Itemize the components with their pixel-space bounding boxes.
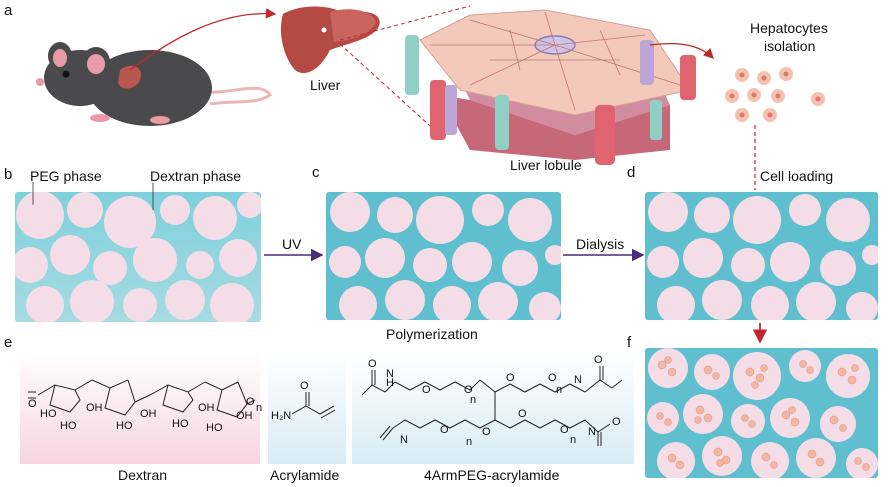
liver-lobule-illustration: [405, 9, 714, 165]
acrylamide-label: Acrylamide: [270, 467, 340, 483]
dextran-label: Dextran: [118, 467, 168, 483]
peg-o-1: O: [368, 358, 377, 370]
peg-n-2: N: [574, 374, 582, 386]
hepatocytes-cells: [725, 67, 825, 122]
panel-label-e: e: [4, 334, 13, 351]
peg-o-6: O: [594, 354, 603, 366]
panel-c-polymerized: [326, 192, 561, 320]
peg-acrylamide-label: 4ArmPEG-acrylamide: [424, 467, 560, 483]
loaded-cells: [656, 356, 870, 471]
peg-h-1: H: [386, 377, 394, 389]
acrylamide-o: O: [300, 380, 309, 392]
zoom-line-bottom: [339, 43, 441, 136]
dextran-phase-label: Dextran phase: [150, 168, 242, 184]
peg-o-11: O: [612, 416, 621, 428]
dextran-oh-4: OH: [236, 410, 253, 422]
peg-o-3: O: [464, 384, 473, 396]
peg-o-9: O: [518, 408, 527, 420]
acrylamide-structure: [291, 392, 336, 419]
peg-n-1: N: [386, 368, 394, 380]
panel-label-a: a: [4, 2, 13, 19]
dextran-n: n: [256, 402, 263, 414]
polymerization-label: Polymerization: [386, 326, 478, 342]
dextran-ho-4: HO: [172, 418, 189, 430]
peg-n-4: N: [588, 426, 596, 438]
peg-o-4: O: [506, 372, 515, 384]
dextran-ho-5: HO: [206, 422, 223, 434]
peg-o-8: O: [482, 426, 491, 438]
acrylamide-bg: [268, 352, 346, 464]
mouse-illustration: [36, 8, 277, 126]
liver-lobule-label: Liver lobule: [510, 157, 582, 173]
dextran-ho-1: HO: [40, 408, 57, 420]
dextran-oh-2: OH: [140, 408, 157, 420]
acrylamide-h2n: H₂N: [271, 410, 292, 422]
panel-d-hydrogel: [645, 192, 878, 320]
peg-o-2: O: [422, 384, 431, 396]
hepatocytes-label-2: isolation: [764, 38, 816, 54]
peg-n-sub-4: n: [570, 434, 577, 446]
peg-n-sub-1: n: [470, 394, 477, 406]
panel-b-emulsion: [15, 182, 261, 322]
liver-illustration: [280, 6, 380, 74]
peg-n-sub-2: n: [556, 384, 563, 396]
peg-o-5: O: [548, 372, 557, 384]
peg-phase-label: PEG phase: [30, 168, 102, 184]
peg-n-3: N: [400, 434, 408, 446]
liver-label: Liver: [310, 77, 341, 93]
peg-acrylamide-structure: [361, 366, 623, 446]
dialysis-label: Dialysis: [576, 236, 625, 252]
panel-label-b: b: [4, 166, 13, 183]
dextran-ho-2: HO: [60, 420, 77, 432]
uv-label: UV: [282, 236, 302, 252]
dextran-oh-1: OH: [86, 402, 103, 414]
panel-f-cell-laden: [645, 348, 878, 478]
dextran-structure: [28, 379, 256, 418]
panel-label-f: f: [627, 334, 632, 351]
dextran-o-2: O: [246, 396, 255, 408]
panel-label-c: c: [312, 164, 320, 181]
peg-n-sub-3: n: [466, 436, 473, 448]
peg-o-10: O: [560, 424, 569, 436]
hepatocytes-label-1: Hepatocytes: [750, 20, 828, 36]
panel-label-d: d: [627, 164, 636, 181]
dextran-o-1: O: [28, 398, 37, 410]
dextran-oh-3: OH: [198, 402, 215, 414]
zoom-line-top: [339, 5, 471, 41]
cell-loading-label: Cell loading: [760, 168, 834, 184]
peg-acrylamide-bg: [352, 352, 634, 464]
dextran-ho-3: HO: [116, 420, 133, 432]
peg-o-7: O: [440, 424, 449, 436]
